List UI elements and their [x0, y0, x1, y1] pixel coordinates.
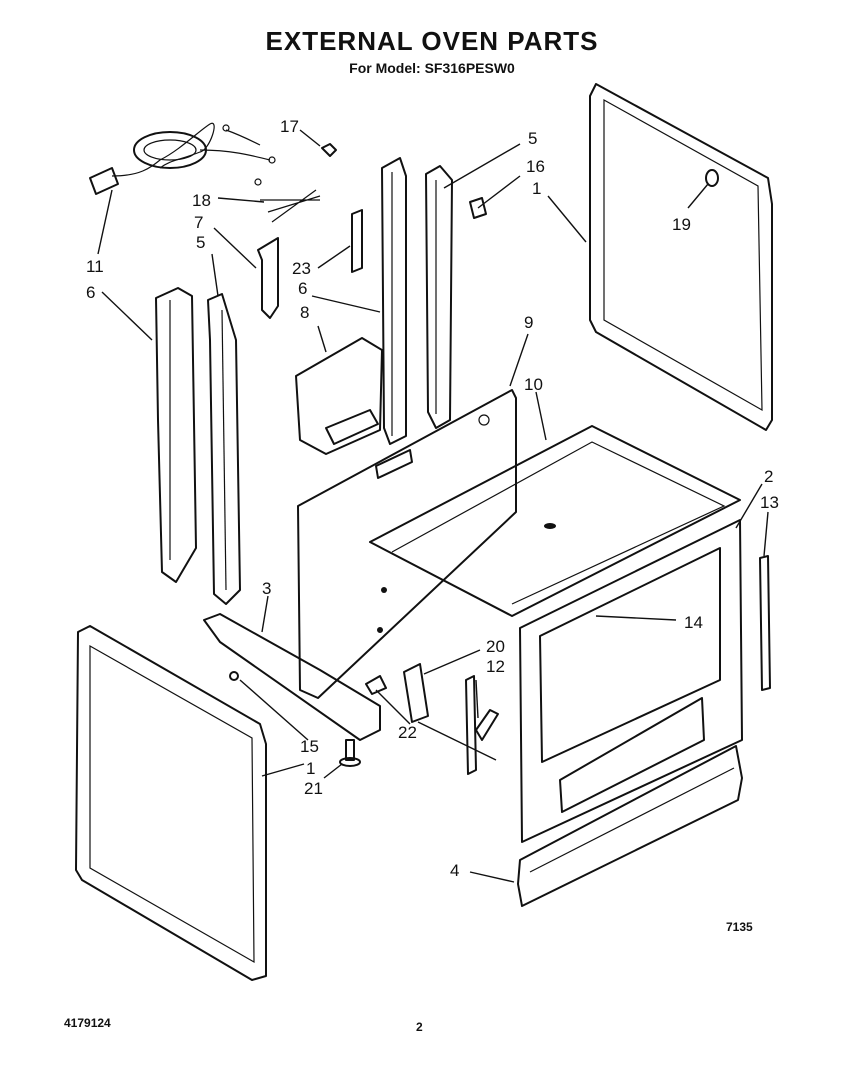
part-wire-harness-18 — [260, 189, 321, 223]
callout-6-left: 6 — [86, 283, 95, 302]
part-strip-13 — [759, 555, 771, 691]
part-vent-duct-8 — [295, 337, 383, 455]
figure-code: 7135 — [726, 920, 753, 934]
callout-4: 4 — [450, 861, 459, 880]
callout-9: 9 — [524, 313, 533, 332]
callout-11: 11 — [86, 257, 104, 276]
page-number: 2 — [416, 1020, 423, 1034]
leader-lines — [97, 129, 769, 883]
callout-18: 18 — [192, 191, 211, 210]
part-upright-6-left — [155, 287, 197, 583]
callout-10: 10 — [524, 375, 543, 394]
callout-1-bottom: 1 — [306, 759, 315, 778]
part-upright-6-center — [381, 157, 407, 445]
callout-5-left: 5 — [196, 233, 205, 252]
callout-8: 8 — [300, 303, 309, 322]
callout-3: 3 — [262, 579, 271, 598]
callout-21: 21 — [304, 779, 323, 798]
callout-2: 2 — [764, 467, 773, 486]
part-upright-5-right — [425, 165, 453, 429]
part-clip-22 — [365, 675, 387, 695]
part-front-frame-2 — [519, 519, 743, 843]
part-side-panel-left — [75, 625, 267, 981]
model-subtitle: For Model: SF316PESW0 — [349, 60, 515, 76]
callout-12: 12 — [486, 657, 505, 676]
part-clip-16 — [469, 197, 487, 219]
part-toe-kick-4 — [517, 745, 743, 907]
part-screw-15 — [229, 671, 239, 681]
callout-16: 16 — [526, 157, 545, 176]
part-upright-5-left — [207, 293, 241, 605]
part-side-panel-right — [589, 83, 773, 431]
part-bracket-7 — [257, 237, 279, 319]
callout-23: 23 — [292, 259, 311, 278]
callout-13: 13 — [760, 493, 779, 512]
callout-1-top: 1 — [532, 179, 541, 198]
part-power-cord — [89, 122, 276, 195]
callout-17: 17 — [280, 117, 299, 136]
page-title: EXTERNAL OVEN PARTS — [265, 26, 599, 56]
part-clip-19 — [705, 169, 719, 187]
part-rear-panel-9 — [297, 389, 517, 699]
callout-5-top: 5 — [528, 129, 537, 148]
part-hinge-12 — [465, 675, 499, 775]
part-bottom-rail-3 — [203, 613, 381, 741]
part-strip-23 — [351, 209, 363, 273]
part-screw-17 — [321, 143, 337, 157]
callout-15: 15 — [300, 737, 319, 756]
callout-7: 7 — [194, 213, 203, 232]
callout-labels: 17 5 16 1 19 18 7 23 5 6 11 6 8 9 10 2 1… — [86, 117, 779, 880]
callout-6-center: 6 — [298, 279, 307, 298]
part-leveler-21 — [339, 739, 361, 767]
callout-14: 14 — [684, 613, 703, 632]
part-bracket-20 — [403, 663, 429, 723]
callout-20: 20 — [486, 637, 505, 656]
callout-22: 22 — [398, 723, 417, 742]
part-top-panel-10 — [369, 425, 741, 617]
callout-19: 19 — [672, 215, 691, 234]
document-number: 4179124 — [64, 1016, 111, 1030]
